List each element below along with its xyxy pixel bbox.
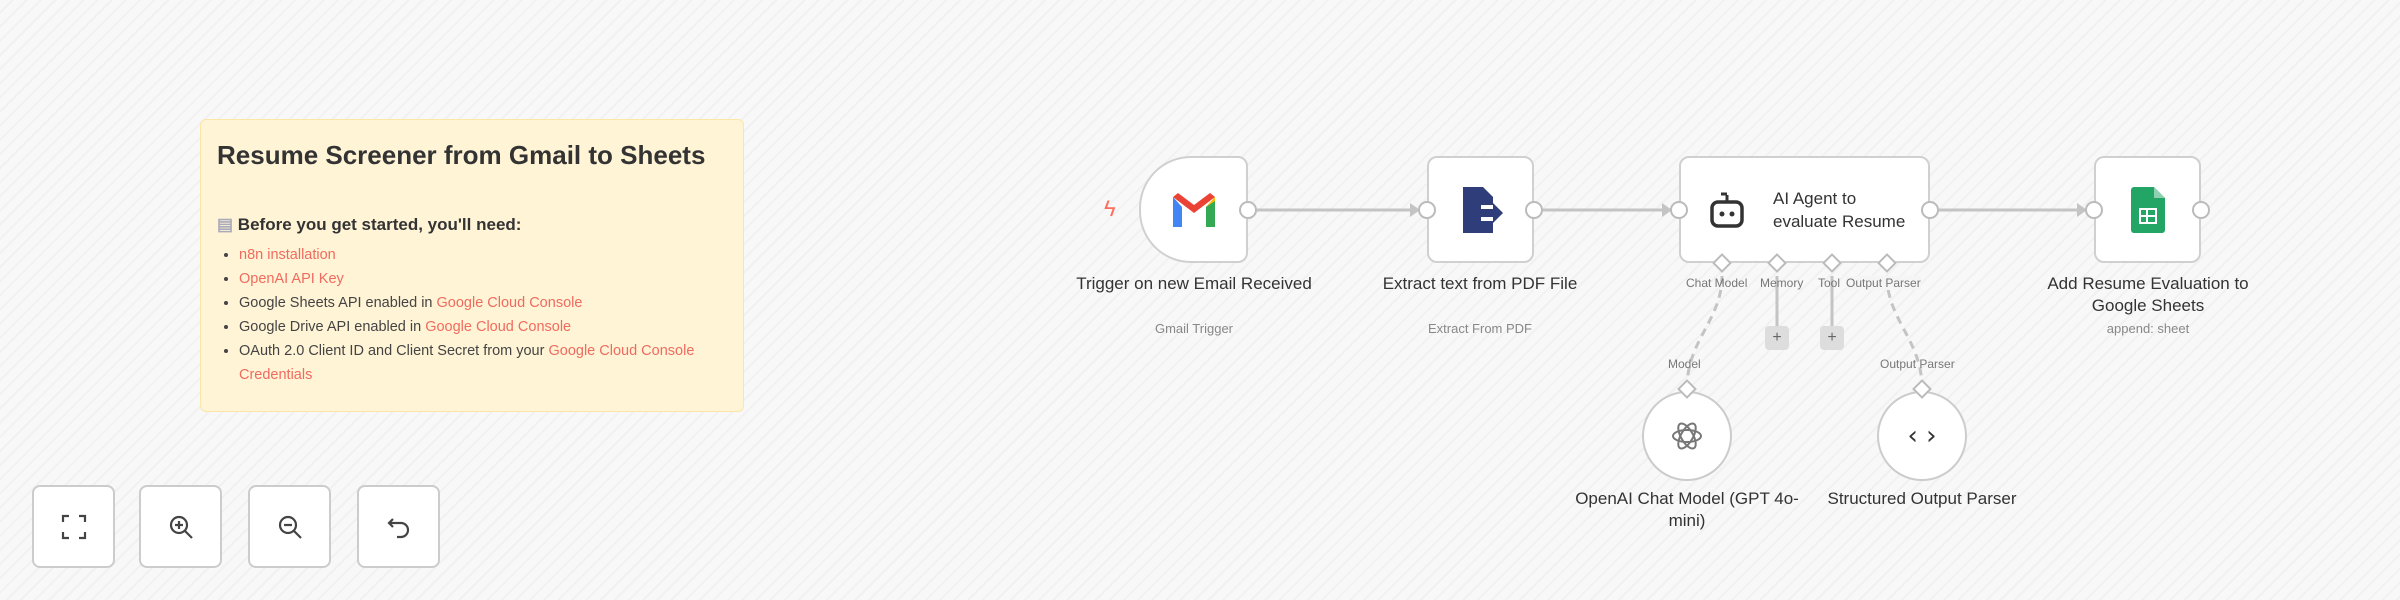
output-port[interactable] (2192, 201, 2210, 219)
node-title: Add Resume Evaluation to Google Sheets (2047, 274, 2249, 315)
list-item: Google Drive API enabled in Google Cloud… (239, 315, 727, 339)
fit-view-button[interactable] (32, 485, 115, 568)
port-label: Memory (1760, 276, 1804, 290)
trigger-bolt-icon: ϟ (1104, 196, 1116, 221)
fullscreen-icon (61, 514, 86, 539)
list-item: Google Sheets API enabled in Google Clou… (239, 291, 727, 315)
node-structured-output-parser[interactable]: ‹ › (1877, 391, 1967, 481)
node-title: Trigger on new Email Received (1076, 274, 1312, 293)
input-port[interactable] (2085, 201, 2103, 219)
node-subtitle: Extract From PDF (1427, 321, 1532, 336)
port-label: Chat Model (1686, 276, 1748, 290)
sticky-note[interactable]: Resume Screener from Gmail to Sheets ▤ B… (200, 119, 744, 412)
arrow-icon (1662, 203, 1672, 217)
output-port[interactable] (1239, 201, 1257, 219)
node-title: OpenAI Chat Model (GPT 4o-mini) (1575, 489, 1799, 530)
zoom-in-button[interactable] (139, 485, 222, 568)
node-subtitle: append: sheet (2106, 321, 2190, 336)
model-connection (1685, 275, 1724, 389)
link[interactable]: OpenAI API Key (239, 271, 344, 287)
zoom-in-icon (169, 515, 193, 539)
node-extract-pdf[interactable] (1427, 156, 1534, 263)
requirements-list: n8n installation OpenAI API Key Google S… (217, 243, 727, 387)
input-port[interactable] (1670, 201, 1688, 219)
list-item: OpenAI API Key (239, 267, 727, 291)
node-openai-chat-model[interactable] (1642, 391, 1732, 481)
parser-connection (1885, 275, 1924, 389)
zoom-out-icon (278, 515, 302, 539)
link[interactable]: Google Cloud Console Credentials (239, 343, 695, 383)
add-tool-button[interactable]: + (1820, 326, 1844, 350)
node-subtitle: Gmail Trigger (1154, 321, 1234, 336)
list-item: n8n installation (239, 243, 727, 267)
output-port[interactable] (1525, 201, 1543, 219)
port-label: Output Parser (1880, 357, 1955, 371)
add-memory-button[interactable]: + (1765, 326, 1789, 350)
input-port[interactable] (1418, 201, 1436, 219)
sticky-subtitle: Before you get started, you'll need: (237, 215, 522, 234)
port-label: Tool (1818, 276, 1841, 290)
openai-icon (1672, 422, 1702, 450)
arrow-icon (2077, 203, 2087, 217)
arrow-icon (1410, 203, 1420, 217)
google-sheets-icon (2130, 186, 2165, 233)
reset-zoom-button[interactable] (357, 485, 440, 568)
port-label: Model (1668, 357, 1701, 371)
sticky-title: Resume Screener from Gmail to Sheets (217, 140, 706, 170)
robot-icon (1710, 192, 1744, 228)
zoom-out-button[interactable] (248, 485, 331, 568)
clipboard-icon: ▤ (217, 215, 238, 234)
file-export-icon (1462, 186, 1503, 233)
link[interactable]: Google Cloud Console (425, 319, 572, 335)
list-item: OAuth 2.0 Client ID and Client Secret fr… (239, 339, 727, 387)
undo-icon (386, 517, 409, 538)
node-title: Extract text from PDF File (1382, 274, 1578, 293)
node-title: AI Agent to evaluate Resume (1773, 188, 1906, 231)
port-label: Output Parser (1846, 276, 1921, 290)
node-title: Structured Output Parser (1827, 489, 2017, 508)
gmail-icon (1172, 192, 1215, 227)
node-ai-agent[interactable]: AI Agent to evaluate Resume (1679, 156, 1930, 263)
code-brackets-icon: ‹ › (1907, 421, 1937, 451)
link[interactable]: Google Cloud Console (436, 295, 583, 311)
node-gmail-trigger[interactable] (1139, 156, 1248, 263)
output-port[interactable] (1921, 201, 1939, 219)
node-google-sheets[interactable] (2094, 156, 2201, 263)
link[interactable]: n8n installation (239, 247, 336, 263)
